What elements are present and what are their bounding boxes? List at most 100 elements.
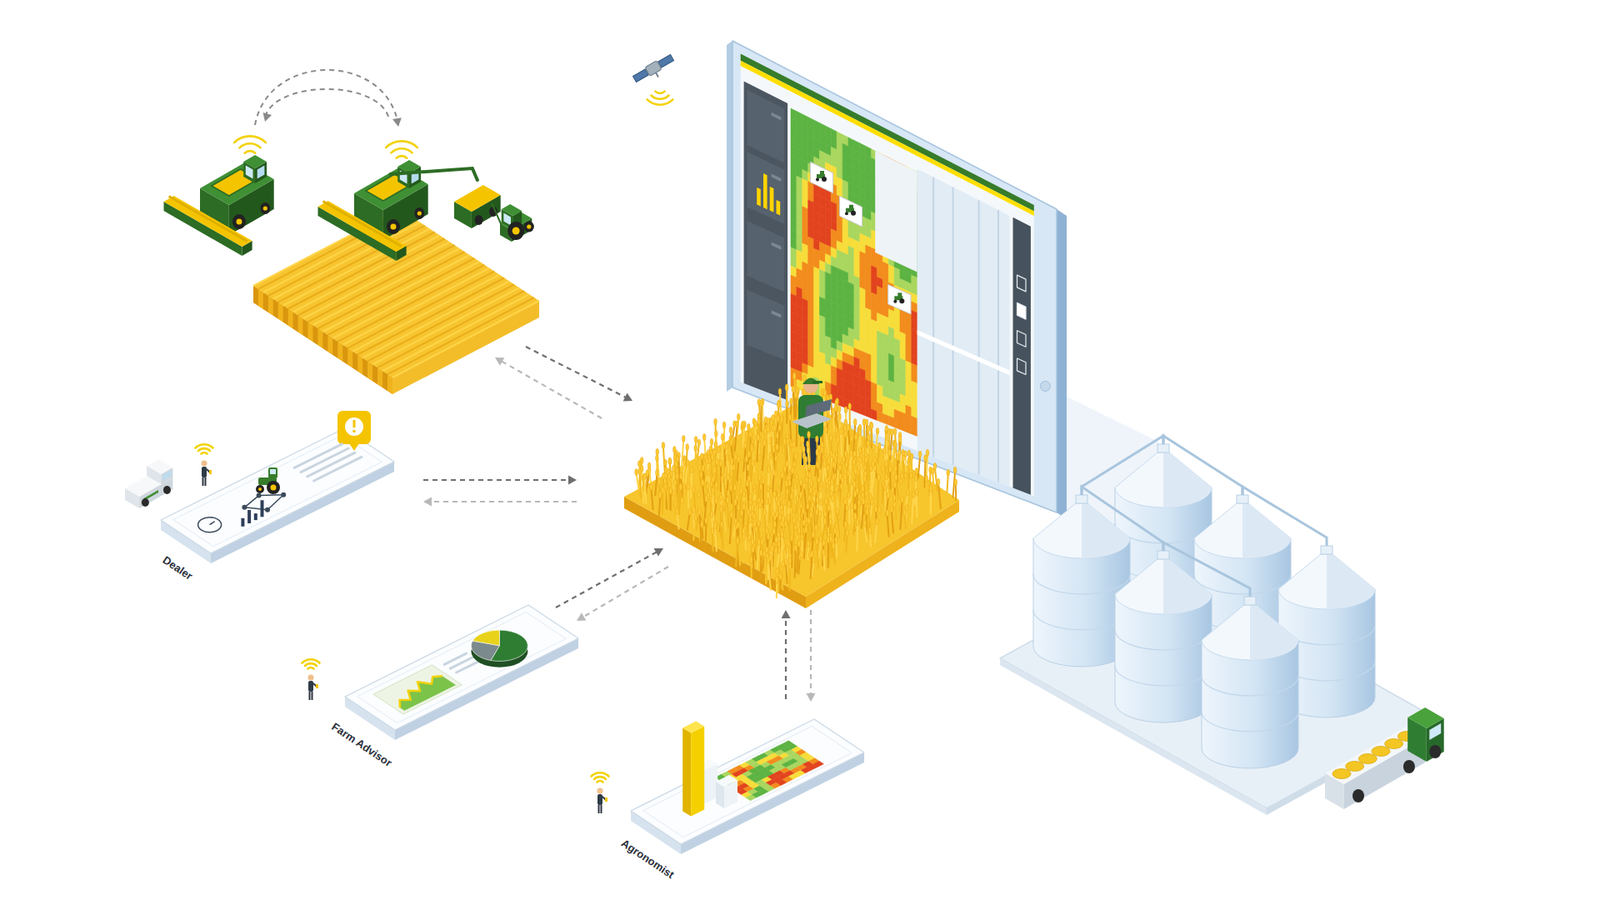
field-row (372, 287, 520, 365)
wheat-stalk (875, 433, 878, 452)
wheat-head (852, 480, 856, 488)
wheat-head (824, 425, 828, 433)
wheat-head (705, 457, 709, 465)
wifi-symbol (396, 155, 408, 159)
wheat-head (680, 496, 685, 504)
wheat-head (842, 455, 846, 463)
wheat-head (847, 491, 851, 499)
wheat-head (785, 488, 790, 495)
field-row (392, 300, 540, 378)
wheat-head (775, 455, 779, 462)
field-row (362, 280, 510, 358)
wheat-stalk (740, 425, 743, 449)
wheat-head (909, 464, 913, 471)
wheat-stalk (683, 463, 685, 481)
wheat-head (861, 445, 865, 453)
tractor-symbol (899, 298, 905, 304)
wheat-head (815, 435, 820, 443)
wheat-head (893, 501, 897, 509)
wheat-head (725, 454, 730, 461)
field-row-stripe (357, 355, 363, 375)
wheat-head (790, 492, 794, 500)
wheat-head (805, 502, 810, 510)
wheat-head (674, 500, 678, 508)
wheat-stalk (636, 473, 640, 489)
sidebar-panel (747, 90, 785, 164)
wheat-head (758, 454, 762, 461)
wheat-head (870, 422, 874, 430)
wheat-head (826, 465, 830, 472)
wheat-head (732, 464, 736, 471)
wheat-head (861, 485, 865, 493)
wheat-head (647, 462, 651, 470)
wheat-head (679, 472, 683, 480)
wheat-head (772, 469, 776, 476)
wheat-head (869, 465, 873, 472)
wheat-head (726, 473, 730, 480)
wheat-head (638, 468, 642, 475)
wheat-head (885, 460, 889, 467)
wheat-stalk (848, 429, 850, 445)
wheat-head (778, 424, 782, 431)
wheat-stalk (730, 444, 734, 467)
wheat-head (769, 436, 773, 444)
wheat-head (761, 477, 765, 485)
wheat-head (635, 468, 639, 475)
wheat-head (650, 483, 654, 490)
wheat-head (737, 455, 741, 463)
wheat-head (823, 389, 827, 396)
wheat-stalk (711, 515, 714, 535)
heat-map-cell (882, 413, 889, 425)
field-row-stripe (283, 305, 289, 326)
field-row (377, 290, 525, 368)
wheat-head (805, 476, 809, 484)
wheat-head (744, 441, 748, 449)
heat-map-cell (854, 402, 860, 415)
wheat-head (857, 499, 861, 506)
wheat-stalk (884, 489, 887, 512)
wheat-stalk (800, 440, 803, 469)
wheat-stalk (762, 444, 765, 470)
wheat-head (788, 480, 792, 487)
wheat-stalk (850, 483, 853, 504)
wheat-head (692, 506, 696, 514)
wheat-head (753, 487, 757, 495)
wheat-head (740, 487, 744, 495)
wheat-head (734, 453, 738, 460)
field-row-stripe (323, 331, 329, 352)
wheat-stalk (670, 492, 672, 510)
wheat-head (785, 384, 789, 391)
wheat-stalk (910, 477, 914, 494)
wheat-head (853, 503, 857, 510)
wheat-head (730, 470, 734, 478)
wheat-stalk (785, 405, 788, 424)
sidebar-icon (1017, 275, 1027, 292)
wheat-head (749, 430, 753, 438)
wheat-head (799, 491, 803, 499)
wheat-head (773, 490, 777, 498)
wheat-stalk (924, 460, 925, 488)
wheel (414, 207, 425, 220)
heat-map-cell (848, 400, 855, 412)
wheat-head (736, 503, 740, 510)
wheat-head (846, 469, 850, 476)
tractor-symbol (850, 210, 856, 216)
wheat-head (874, 505, 878, 513)
wheat-stalk (734, 458, 736, 486)
wheel (524, 221, 535, 233)
wheat-head (835, 485, 839, 493)
map-tag (839, 195, 862, 227)
field-row (367, 284, 515, 361)
wheat-stalk (720, 438, 724, 464)
wheat-head (829, 435, 833, 442)
field-row-stripe (372, 364, 378, 385)
screen-sidebar (1013, 217, 1031, 495)
wheat-stalk (795, 422, 798, 445)
wifi-symbol (239, 143, 260, 148)
screen-sidebar (744, 81, 789, 401)
field-row-stripe (293, 311, 299, 332)
wheat-head (823, 510, 827, 518)
wheat-head (786, 438, 790, 445)
wheat-head (885, 425, 889, 433)
wheat-head (675, 473, 680, 480)
